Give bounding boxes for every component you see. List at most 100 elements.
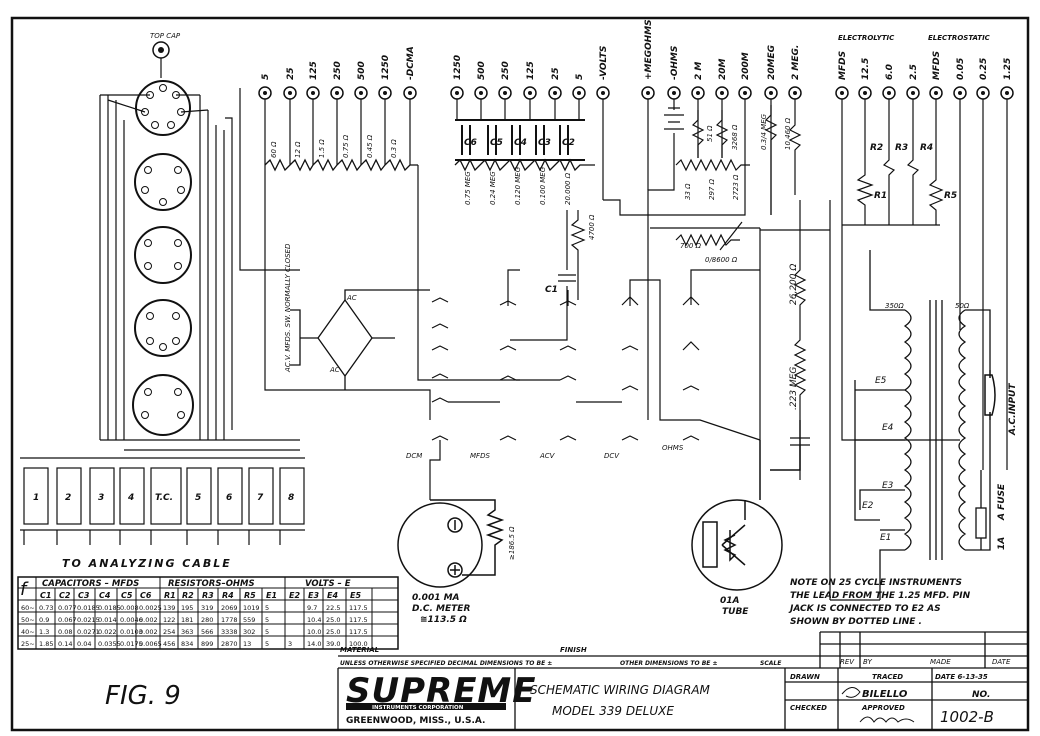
table-cell: 50~ <box>21 616 35 624</box>
terminal-label: 125 <box>526 61 536 80</box>
ac-input-label: A.C.INPUT <box>1008 383 1018 436</box>
sheet-border <box>10 16 1030 732</box>
selector-label: MFDS <box>470 452 490 460</box>
shunt-value: 0.3 Ω <box>390 139 398 158</box>
table-col-header: E3 <box>308 591 319 600</box>
fuse-label: A FUSE <box>997 483 1007 521</box>
fuse <box>975 470 987 550</box>
table-cell: 0.0271 <box>77 628 100 636</box>
capacitors-header: CAPACITORS – MFDS <box>42 579 139 589</box>
terminal-label: 1250 <box>453 55 463 80</box>
table-cell: 3338 <box>221 628 238 636</box>
tracer-name: BILELLO <box>862 689 908 700</box>
table-cell: 22.5 <box>326 604 340 612</box>
tube-label-1: 01A <box>720 596 740 606</box>
table-col-header: R1 <box>164 591 176 600</box>
table-cell: 1.85 <box>39 640 53 648</box>
meter-label-3: ≅113.5 Ω <box>420 615 467 625</box>
table-cell: 0.0215 <box>77 616 100 624</box>
table-cell: 13 <box>243 640 251 648</box>
meter-label-2: D.C. METER <box>412 604 470 614</box>
date-label: DATE 6-13-35 <box>935 673 988 681</box>
table-col-header: E4 <box>327 591 338 600</box>
rev-col-label: REV <box>840 658 855 666</box>
multiplier-labels: 0.75 MEG 0.24 MEG 0.120 MEG 0.100 MEG 20… <box>464 166 572 205</box>
terminal-label: 5 <box>575 74 585 80</box>
tap-label: E3 <box>882 481 894 491</box>
tube-sockets <box>132 80 194 436</box>
scale-label: SCALE <box>760 660 782 667</box>
tap-label: E1 <box>880 533 891 543</box>
table-cell: 100.0 <box>349 640 368 648</box>
tolerance-label: UNLESS OTHERWISE SPECIFIED DECIMAL DIMEN… <box>340 660 552 667</box>
multiplier-chain <box>454 158 595 172</box>
made-col-label: MADE <box>930 658 951 666</box>
table-cell: 0.002 <box>139 616 158 624</box>
table-cell: 117.5 <box>349 604 368 612</box>
terminal-label: 25 <box>286 67 296 80</box>
table-cell: 5 <box>265 640 269 648</box>
table-cell: 25~ <box>21 640 35 648</box>
table-cell: 0.0185 <box>77 604 100 612</box>
table-cell: 0.0355 <box>98 640 121 648</box>
table-cell: 25.0 <box>326 616 340 624</box>
bridge-rectifier <box>290 289 430 390</box>
drawn-label: DRAWN <box>790 673 820 681</box>
table-col-header: E1 <box>266 591 277 600</box>
table-cell: 559 <box>243 616 255 624</box>
jack-terminals <box>258 86 1014 100</box>
resistor-label: R1 <box>874 191 887 201</box>
table-cell: 5 <box>265 616 269 624</box>
jack-centers <box>263 91 1009 95</box>
note-line: NOTE ON 25 CYCLE INSTRUMENTS <box>790 578 962 588</box>
selector-label: DCV <box>604 452 620 460</box>
table-cell: 280 <box>201 616 213 624</box>
table-col-header: C4 <box>99 591 111 600</box>
note-block: NOTE ON 25 CYCLE INSTRUMENTS THE LEAD FR… <box>788 578 971 627</box>
capacitor-label: C4 <box>514 138 527 148</box>
capacitor-label: C2 <box>562 138 575 148</box>
table-cell: 5 <box>265 628 269 636</box>
resistor-label: R3 <box>895 143 908 153</box>
finish-label: FINISH <box>560 646 587 654</box>
table-cell: 0.067 <box>58 616 77 624</box>
by-col-label: BY <box>863 658 873 666</box>
volts-header: VOLTS – E <box>305 579 351 589</box>
electrostatic-header: ELECTROSTATIC <box>928 34 991 42</box>
selector-contacts <box>429 269 761 500</box>
multiplier-value: 20.000 Ω <box>564 172 572 205</box>
drawing-number: 1002-B <box>940 708 994 726</box>
switch-label: T.C. <box>155 493 173 503</box>
terminal-label: 2 M <box>694 62 704 80</box>
ohms-labels: 33 Ω 297 Ω 51 Ω 3268 Ω 2723 Ω 700 Ω 0/86… <box>680 124 740 264</box>
ohm-resistor-value: 33 Ω <box>684 183 692 200</box>
ohm-resistor-value: 2723 Ω <box>732 174 740 200</box>
approver-signature <box>859 716 915 723</box>
table-cell: 254 <box>163 628 175 636</box>
table-cell: 40~ <box>21 628 35 636</box>
table-col-header: R3 <box>202 591 214 600</box>
r4700-and-c1 <box>510 210 586 341</box>
switch-row <box>20 457 305 545</box>
table-cell: 2069 <box>221 604 238 612</box>
table-col-header: E2 <box>289 591 300 600</box>
material-label: MATERIAL <box>340 646 379 654</box>
table-col-header: R2 <box>182 591 194 600</box>
table-cell: 0.0065 <box>139 640 162 648</box>
table-cell: 0.08 <box>58 628 72 636</box>
table-col-header: E5 <box>350 591 361 600</box>
terminal-label: 20M <box>718 58 728 80</box>
terminal-label: 6.0 <box>885 64 895 80</box>
ohms-section <box>603 107 761 440</box>
table-cell: 0.14 <box>58 640 72 648</box>
r4700-label: 4700 Ω <box>588 214 596 240</box>
date-col-label: DATE <box>992 658 1011 666</box>
table-col-header: C5 <box>121 591 133 600</box>
top-cap: TOP CAP <box>150 32 181 78</box>
shunt-value: 12 Ω <box>294 141 302 158</box>
resistors-header: RESISTORS–OHMS <box>168 579 255 589</box>
meg-resistors <box>764 105 802 215</box>
dc-meter <box>397 499 505 588</box>
table-cell: 117.5 <box>349 628 368 636</box>
